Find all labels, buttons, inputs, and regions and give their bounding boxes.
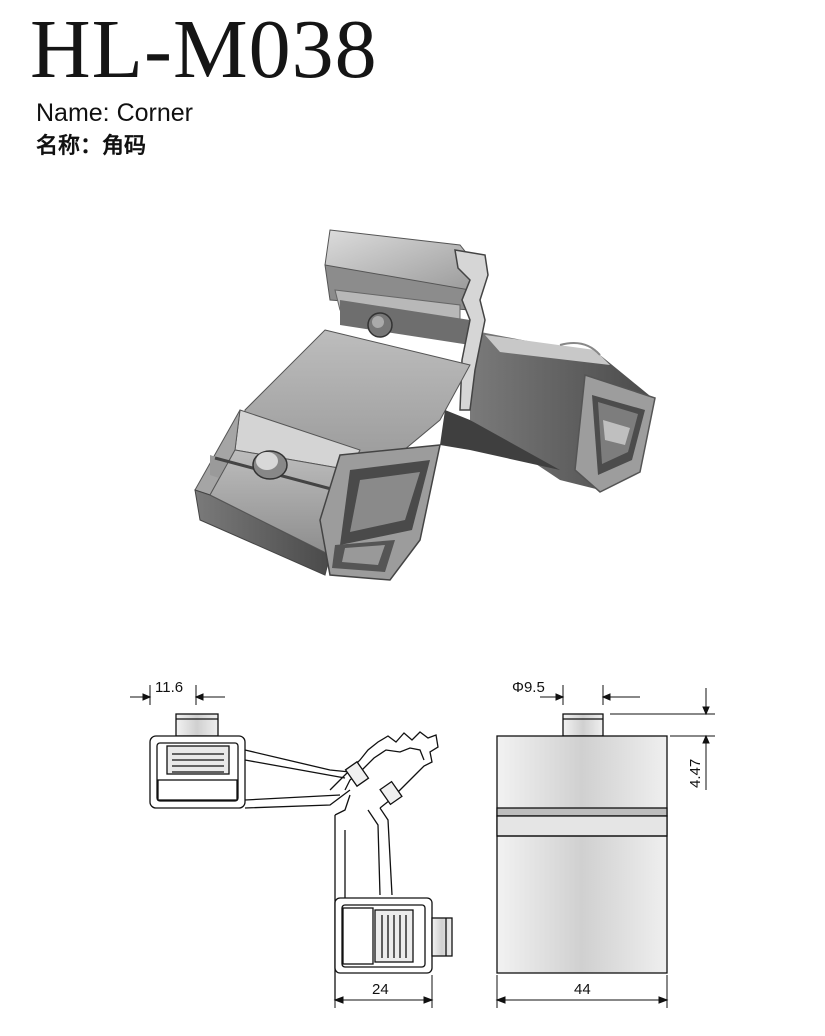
- dim-bolt-diameter: Φ9.5: [512, 679, 545, 696]
- model-number: HL-M038: [30, 3, 378, 96]
- front-view-drawing: [496, 713, 668, 974]
- dim-height: 4.47: [687, 759, 704, 788]
- dim-bottom-width-left: 24: [372, 981, 389, 998]
- section-dimensions: [130, 685, 434, 1008]
- dim-top-width: 11.6: [155, 679, 183, 696]
- dim-bottom-width-right: 44: [574, 981, 591, 998]
- product-name-cn: 名称：角码: [36, 134, 147, 159]
- product-name-en: Name: Corner: [36, 99, 193, 127]
- product-3d-render: [194, 229, 656, 581]
- section-view-drawing: [149, 713, 453, 1000]
- front-dimensions: [495, 685, 715, 1008]
